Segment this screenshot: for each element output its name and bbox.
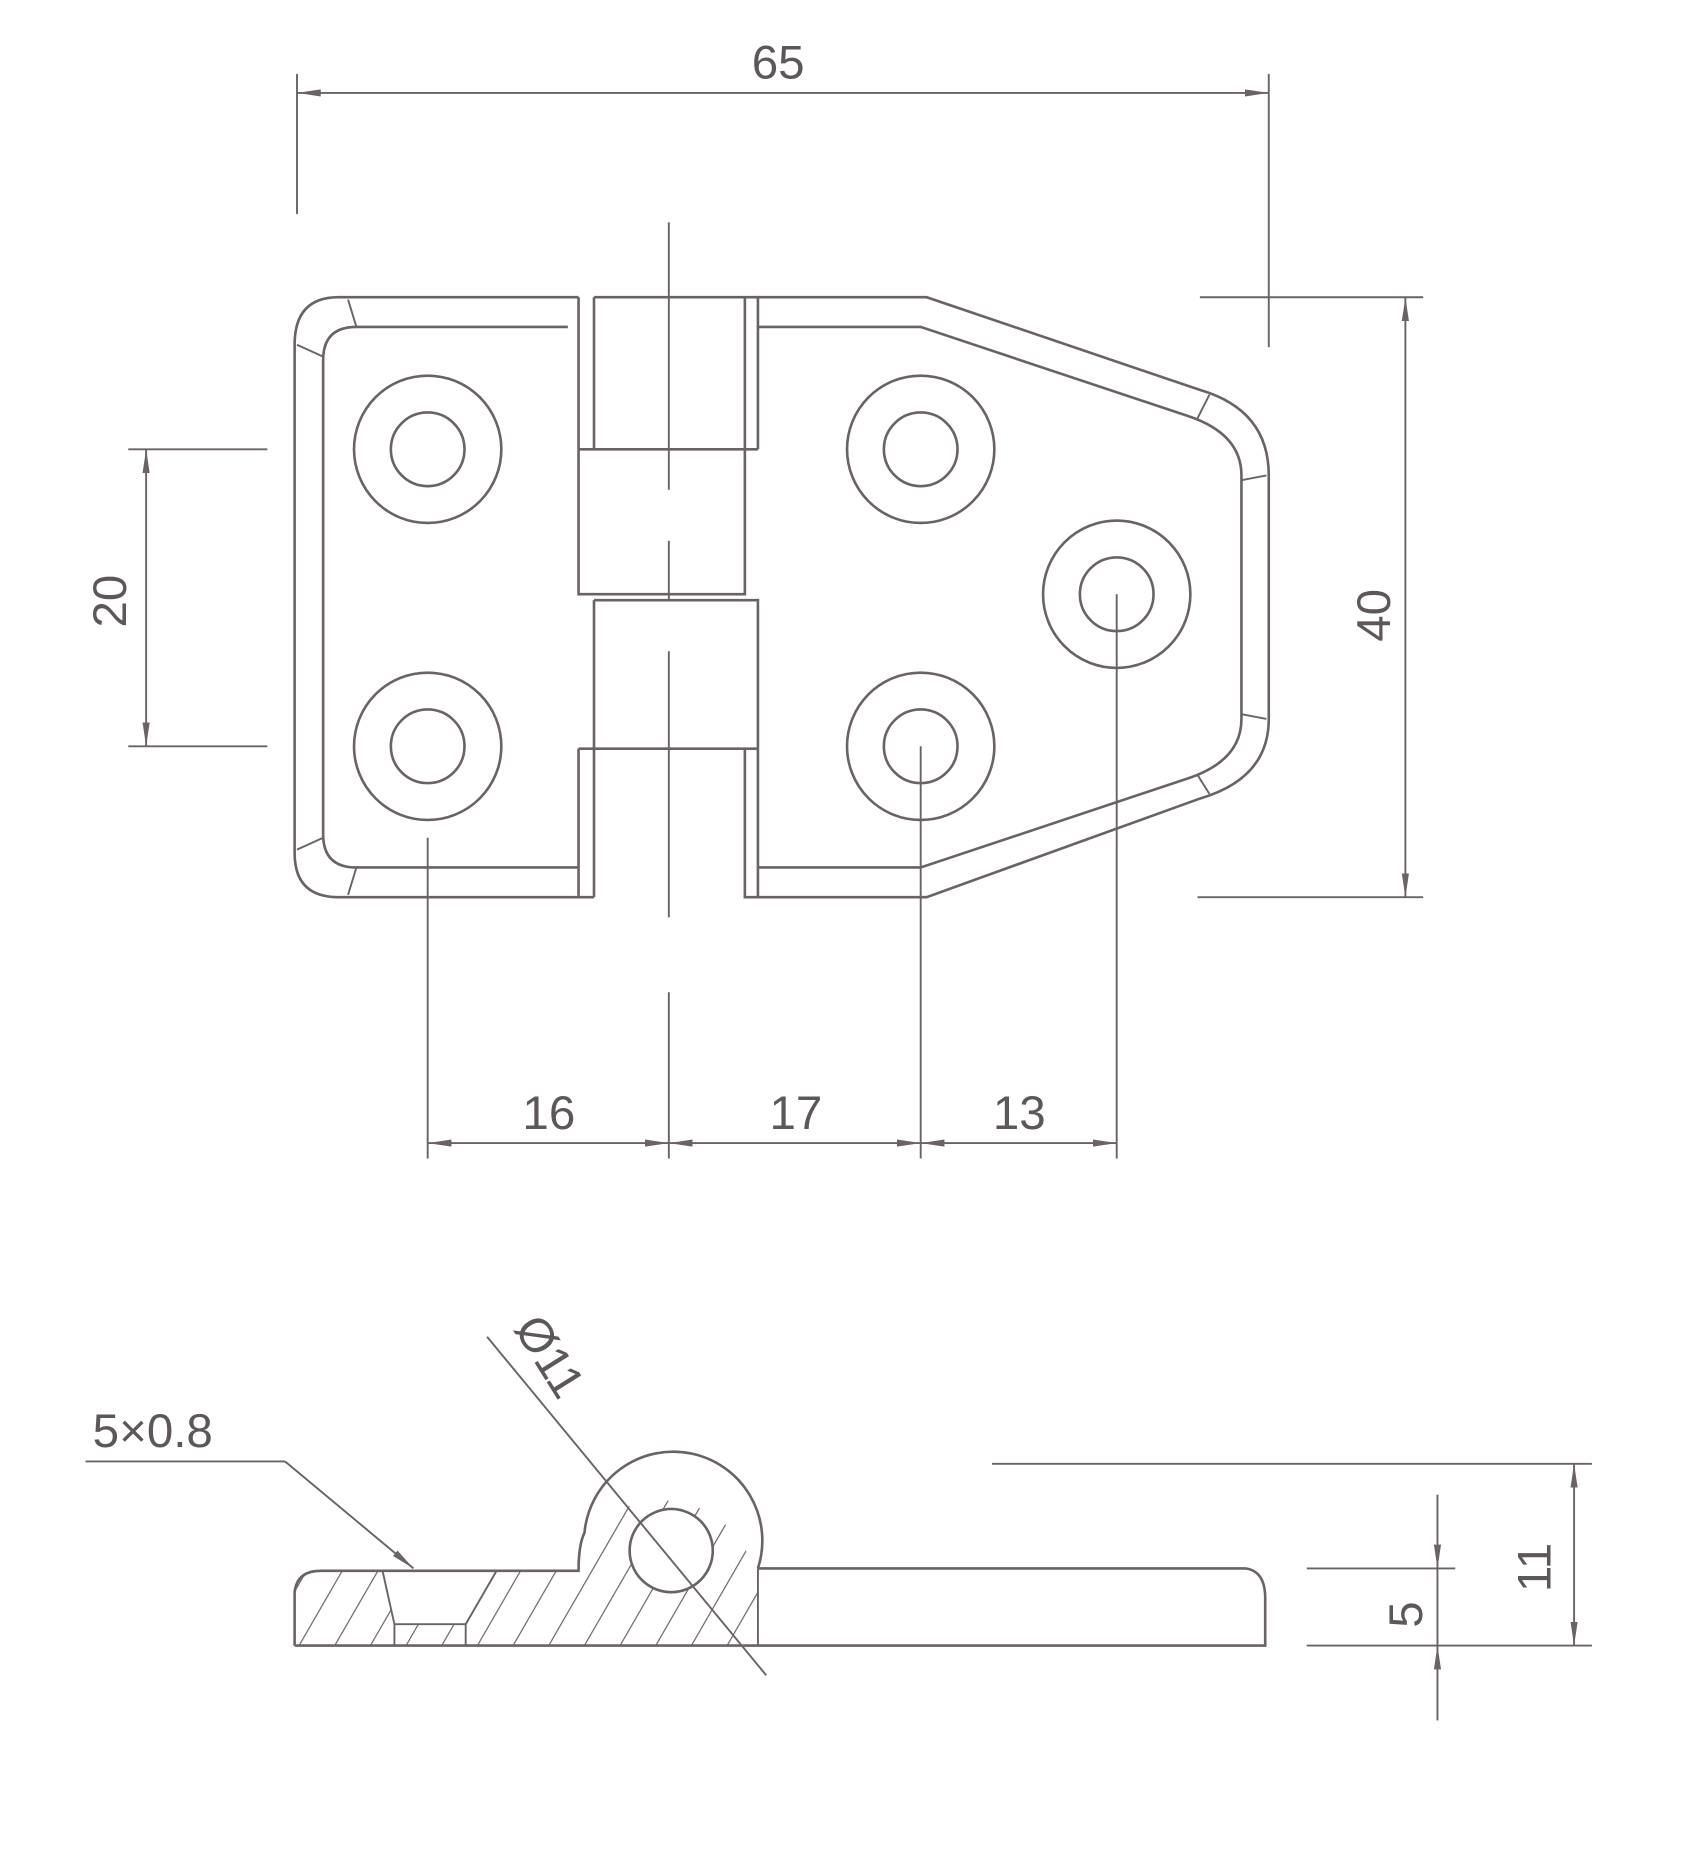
dimension-hole-spacing: 20 [84,448,268,748]
dim-16-label: 16 [522,1087,575,1140]
dim-20-label: 20 [84,575,137,628]
dimension-knuckle-height: 11 [991,1462,1592,1647]
dim-13-label: 13 [993,1087,1046,1140]
hole-top-right [845,374,996,525]
right-leaf [757,295,1271,899]
countersink-label: 5×0.8 [93,1405,213,1458]
side-view: 5×0.8 Ø11 11 5 [85,1306,1592,1721]
screw-holes [352,374,1192,822]
dim-5-label: 5 [1380,1601,1433,1627]
countersink-callout: 5×0.8 [85,1405,415,1570]
hole-top-left [352,374,503,525]
section-hatch [294,1500,758,1646]
hole-bottom-left [352,671,503,822]
dim-65-label: 65 [752,37,805,90]
countersink [381,1570,498,1646]
pin-hole [628,1507,715,1594]
dim-40-label: 40 [1348,589,1401,642]
diameter-label: Ø11 [504,1306,595,1407]
dim-11-label: 11 [1508,1543,1561,1592]
left-leaf [293,295,579,899]
top-view: 65 [84,37,1424,1159]
dimension-overall-height: 40 [1197,296,1424,899]
dim-17-label: 17 [770,1087,823,1140]
dimension-thickness: 5 [1306,1494,1456,1721]
dimension-horizontal-chain: 16 17 13 [426,594,1118,1159]
dimension-overall-length: 65 [296,37,1270,348]
